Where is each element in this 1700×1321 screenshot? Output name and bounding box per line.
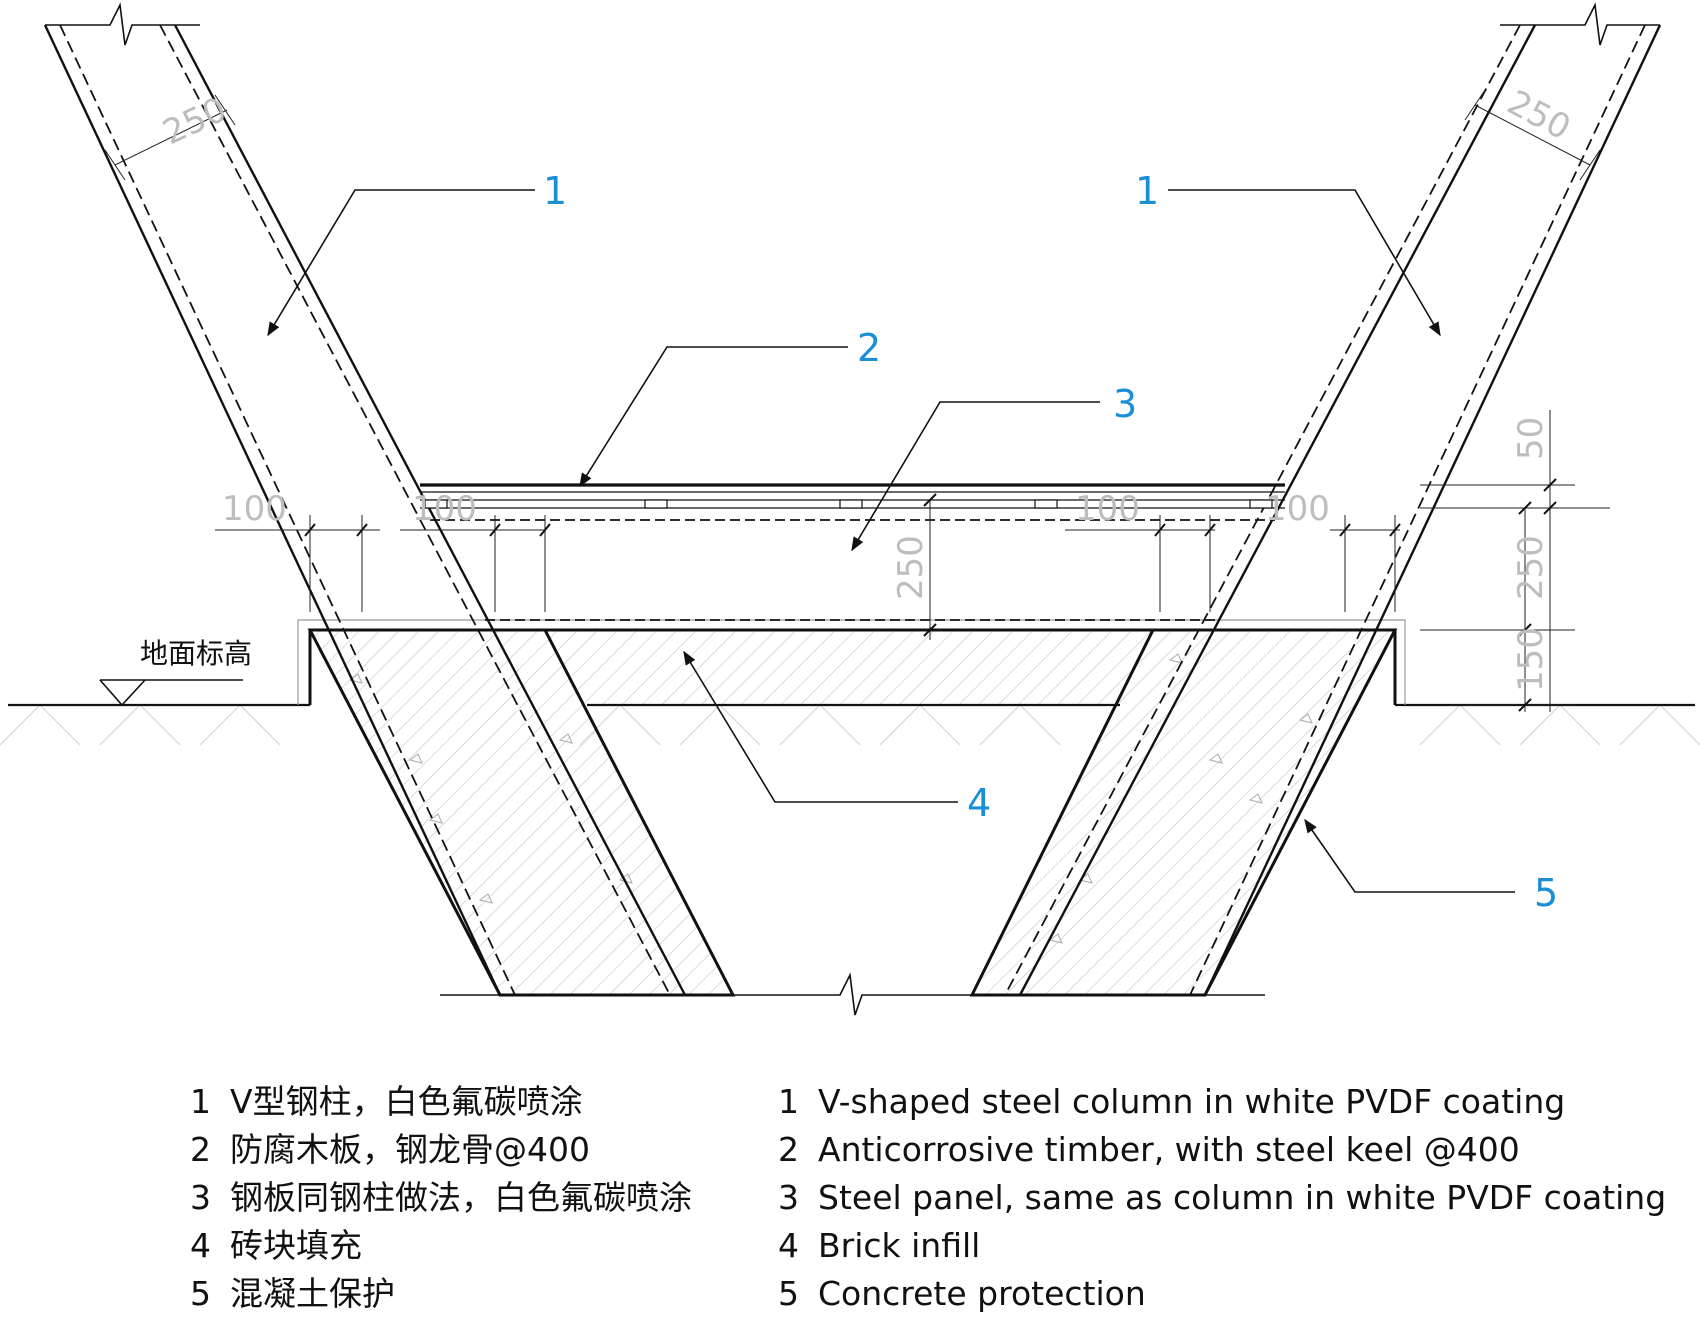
legend-english: 1 V-shaped steel column in white PVDF coa… <box>778 1078 1666 1318</box>
legend-text: Brick infill <box>818 1226 981 1265</box>
legend-zh-item: 2 防腐木板，钢龙骨@400 <box>190 1126 692 1174</box>
legend-zh-item: 3 钢板同钢柱做法，白色氟碳喷涂 <box>190 1174 692 1222</box>
break-lines <box>45 2 1660 1016</box>
dim-offset-mid-right: 100 <box>1075 489 1140 529</box>
steel-keels <box>424 499 1273 509</box>
legend-number: 4 <box>190 1226 211 1265</box>
legend-number: 3 <box>778 1178 799 1217</box>
legend-text: 防腐木板，钢龙骨@400 <box>230 1130 590 1169</box>
legend-number: 5 <box>778 1274 799 1313</box>
leader-lines <box>267 189 1515 893</box>
legend-en-item: 5 Concrete protection <box>778 1270 1666 1318</box>
legend-text: 钢板同钢柱做法，白色氟碳喷涂 <box>230 1178 692 1217</box>
dim-panel-depth: 250 <box>891 535 931 600</box>
legend-text: Steel panel, same as column in white PVD… <box>818 1178 1667 1217</box>
dim-offset-mid-left: 100 <box>412 489 477 529</box>
legend-number: 5 <box>190 1274 211 1313</box>
legend-text: Anticorrosive timber, with steel keel @4… <box>818 1130 1520 1169</box>
v-column-left <box>43 24 687 996</box>
dim-base-height: 150 <box>1511 627 1551 692</box>
legend-en-item: 1 V-shaped steel column in white PVDF coa… <box>778 1078 1666 1126</box>
callout-1-left: 1 <box>543 169 567 213</box>
callout-3: 3 <box>1113 382 1137 426</box>
dim-offset-left: 100 <box>222 489 287 529</box>
ground-level-label: 地面标高 <box>140 637 252 670</box>
legend-zh-item: 5 混凝土保护 <box>190 1270 692 1318</box>
legend-zh-item: 1 V型钢柱，白色氟碳喷涂 <box>190 1078 692 1126</box>
callout-1-right: 1 <box>1135 169 1159 213</box>
callout-4: 4 <box>967 781 991 825</box>
callout-2: 2 <box>857 326 881 370</box>
legend-en-item: 3 Steel panel, same as column in white PV… <box>778 1174 1666 1222</box>
dimension-lines <box>104 89 1610 712</box>
legend-en-item: 4 Brick infill <box>778 1222 1666 1270</box>
ground-level-symbol <box>99 679 243 707</box>
dim-panel-height: 250 <box>1511 535 1551 600</box>
dim-decking-thickness: 50 <box>1511 417 1551 460</box>
dim-column-width-left: 250 <box>157 89 233 153</box>
callout-numbers: 1 1 2 3 4 5 <box>543 169 1558 915</box>
legend-number: 1 <box>190 1082 211 1121</box>
legend-number: 2 <box>190 1130 211 1169</box>
legend-en-item: 2 Anticorrosive timber, with steel keel @… <box>778 1126 1666 1174</box>
legend-text: 砖块填充 <box>230 1226 362 1265</box>
legend-number: 2 <box>778 1130 799 1169</box>
steel-panel <box>430 519 1275 621</box>
legend-text: V型钢柱，白色氟碳喷涂 <box>230 1082 583 1121</box>
dimension-ticks <box>304 478 1557 712</box>
legend-number: 1 <box>778 1082 799 1121</box>
legend-chinese: 1 V型钢柱，白色氟碳喷涂 2 防腐木板，钢龙骨@400 3 钢板同钢柱做法，白色氟碳… <box>190 1078 692 1318</box>
legend-text: Concrete protection <box>818 1274 1146 1313</box>
section-drawing: 250 250 100 100 100 100 250 50 250 150 地… <box>0 2 1700 1016</box>
legend-number: 3 <box>190 1178 211 1217</box>
legend-number: 4 <box>778 1226 799 1265</box>
legend-zh-item: 4 砖块填充 <box>190 1222 692 1270</box>
callout-5: 5 <box>1534 871 1558 915</box>
dim-offset-right: 100 <box>1265 489 1330 529</box>
brick-infill <box>545 630 1153 705</box>
ground-soil <box>0 704 1700 746</box>
dimension-text: 250 250 100 100 100 100 250 50 250 150 <box>157 83 1577 692</box>
legend-text: 混凝土保护 <box>230 1274 395 1313</box>
v-column-right <box>1004 24 1662 996</box>
legend-text: V-shaped steel column in white PVDF coat… <box>818 1082 1566 1121</box>
concrete-aggregate <box>348 653 1313 944</box>
